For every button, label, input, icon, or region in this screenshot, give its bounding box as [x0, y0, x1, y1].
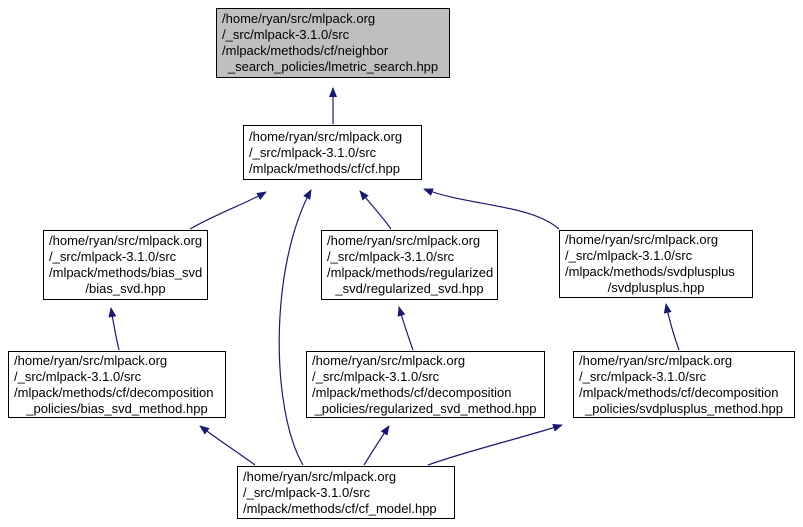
node-path-line: /home/ryan/src/mlpack.org	[579, 352, 733, 368]
node-lmetric-search-hpp: /home/ryan/src/mlpack.org /_src/mlpack-3…	[216, 8, 450, 78]
node-regularized-svd-method-hpp[interactable]: /home/ryan/src/mlpack.org /_src/mlpack-3…	[306, 351, 545, 418]
node-path-line: _search_policies/lmetric_search.hpp	[227, 59, 439, 74]
node-path-line: _svd/regularized_svd.hpp	[335, 281, 484, 296]
node-path-line: /mlpack/methods/cf/cf.hpp	[249, 160, 401, 176]
node-path-line: /home/ryan/src/mlpack.org	[249, 128, 403, 144]
node-path-line: /mlpack/methods/cf/neighbor	[222, 43, 389, 58]
node-path-line: /svdplusplus.hpp	[607, 280, 705, 295]
node-path-line: /home/ryan/src/mlpack.org	[565, 232, 719, 247]
edge-svdplusplus-method-to-svdplusplus	[663, 303, 680, 351]
node-path-line: _policies/svdplusplus_method.hpp	[584, 400, 783, 416]
node-path-line: /home/ryan/src/mlpack.org	[312, 352, 466, 368]
node-path-line: /_src/mlpack-3.1.0/src	[49, 249, 177, 264]
node-path-line: /bias_svd.hpp	[85, 281, 166, 296]
node-path-line: /_src/mlpack-3.1.0/src	[243, 484, 371, 500]
edge-bias-svd-method-to-bias-svd	[108, 307, 120, 351]
edge-svdplusplus-to-cf	[423, 188, 560, 230]
node-path-line: _policies/bias_svd_method.hpp	[26, 400, 208, 416]
node-bias-svd-method-hpp[interactable]: /home/ryan/src/mlpack.org /_src/mlpack-3…	[8, 351, 226, 418]
edge-regularized-svd-to-cf	[359, 190, 392, 230]
node-path-line: /_src/mlpack-3.1.0/src	[312, 368, 440, 384]
node-path-line: /_src/mlpack-3.1.0/src	[249, 144, 377, 160]
node-path-line: /_src/mlpack-3.1.0/src	[565, 248, 693, 263]
node-svdplusplus-hpp[interactable]: /home/ryan/src/mlpack.org /_src/mlpack-3…	[559, 230, 753, 298]
node-path-line: /_src/mlpack-3.1.0/src	[14, 368, 142, 384]
node-path-line: /home/ryan/src/mlpack.org	[243, 468, 397, 484]
node-path-line: /home/ryan/src/mlpack.org	[222, 11, 376, 26]
node-path-line: /_src/mlpack-3.1.0/src	[222, 27, 350, 42]
node-regularized-svd-hpp[interactable]: /home/ryan/src/mlpack.org /_src/mlpack-3…	[321, 230, 498, 300]
edge-cf-model-to-bias-svd-method	[199, 425, 256, 466]
node-path-line: /home/ryan/src/mlpack.org	[327, 233, 481, 248]
node-path-line: /mlpack/methods/bias_svd	[49, 265, 203, 280]
node-path-line: /mlpack/methods/svdplusplus	[565, 264, 735, 279]
edge-regularized-svd-method-to-regularized-svd	[397, 306, 414, 351]
node-svdplusplus-method-hpp[interactable]: /home/ryan/src/mlpack.org /_src/mlpack-3…	[573, 351, 795, 418]
node-path-line: /mlpack/methods/regularized	[327, 265, 494, 280]
node-path-line: /_src/mlpack-3.1.0/src	[327, 249, 455, 264]
node-path-line: /home/ryan/src/mlpack.org	[14, 352, 168, 368]
node-path-line: /mlpack/methods/cf/decomposition	[14, 384, 214, 400]
edge-bias-svd-to-cf	[189, 191, 267, 230]
edge-cf-model-to-cf	[278, 189, 312, 466]
node-cf-hpp[interactable]: /home/ryan/src/mlpack.org /_src/mlpack-3…	[243, 125, 422, 180]
node-bias-svd-hpp[interactable]: /home/ryan/src/mlpack.org /_src/mlpack-3…	[43, 230, 208, 300]
node-path-line: /mlpack/methods/cf/decomposition	[312, 384, 512, 400]
node-path-line: /mlpack/methods/cf/decomposition	[579, 384, 779, 400]
node-path-line: /home/ryan/src/mlpack.org	[49, 233, 203, 248]
edge-cf-model-to-regularized-svd-method	[363, 425, 390, 466]
node-path-line: _policies/regularized_svd_method.hpp	[314, 400, 537, 416]
node-cf-model-hpp[interactable]: /home/ryan/src/mlpack.org /_src/mlpack-3…	[237, 466, 455, 519]
node-path-line: /mlpack/methods/cf/cf_model.hpp	[243, 500, 437, 516]
edge-cf-model-to-svdplusplus-method	[427, 423, 563, 466]
node-path-line: /_src/mlpack-3.1.0/src	[579, 368, 707, 384]
